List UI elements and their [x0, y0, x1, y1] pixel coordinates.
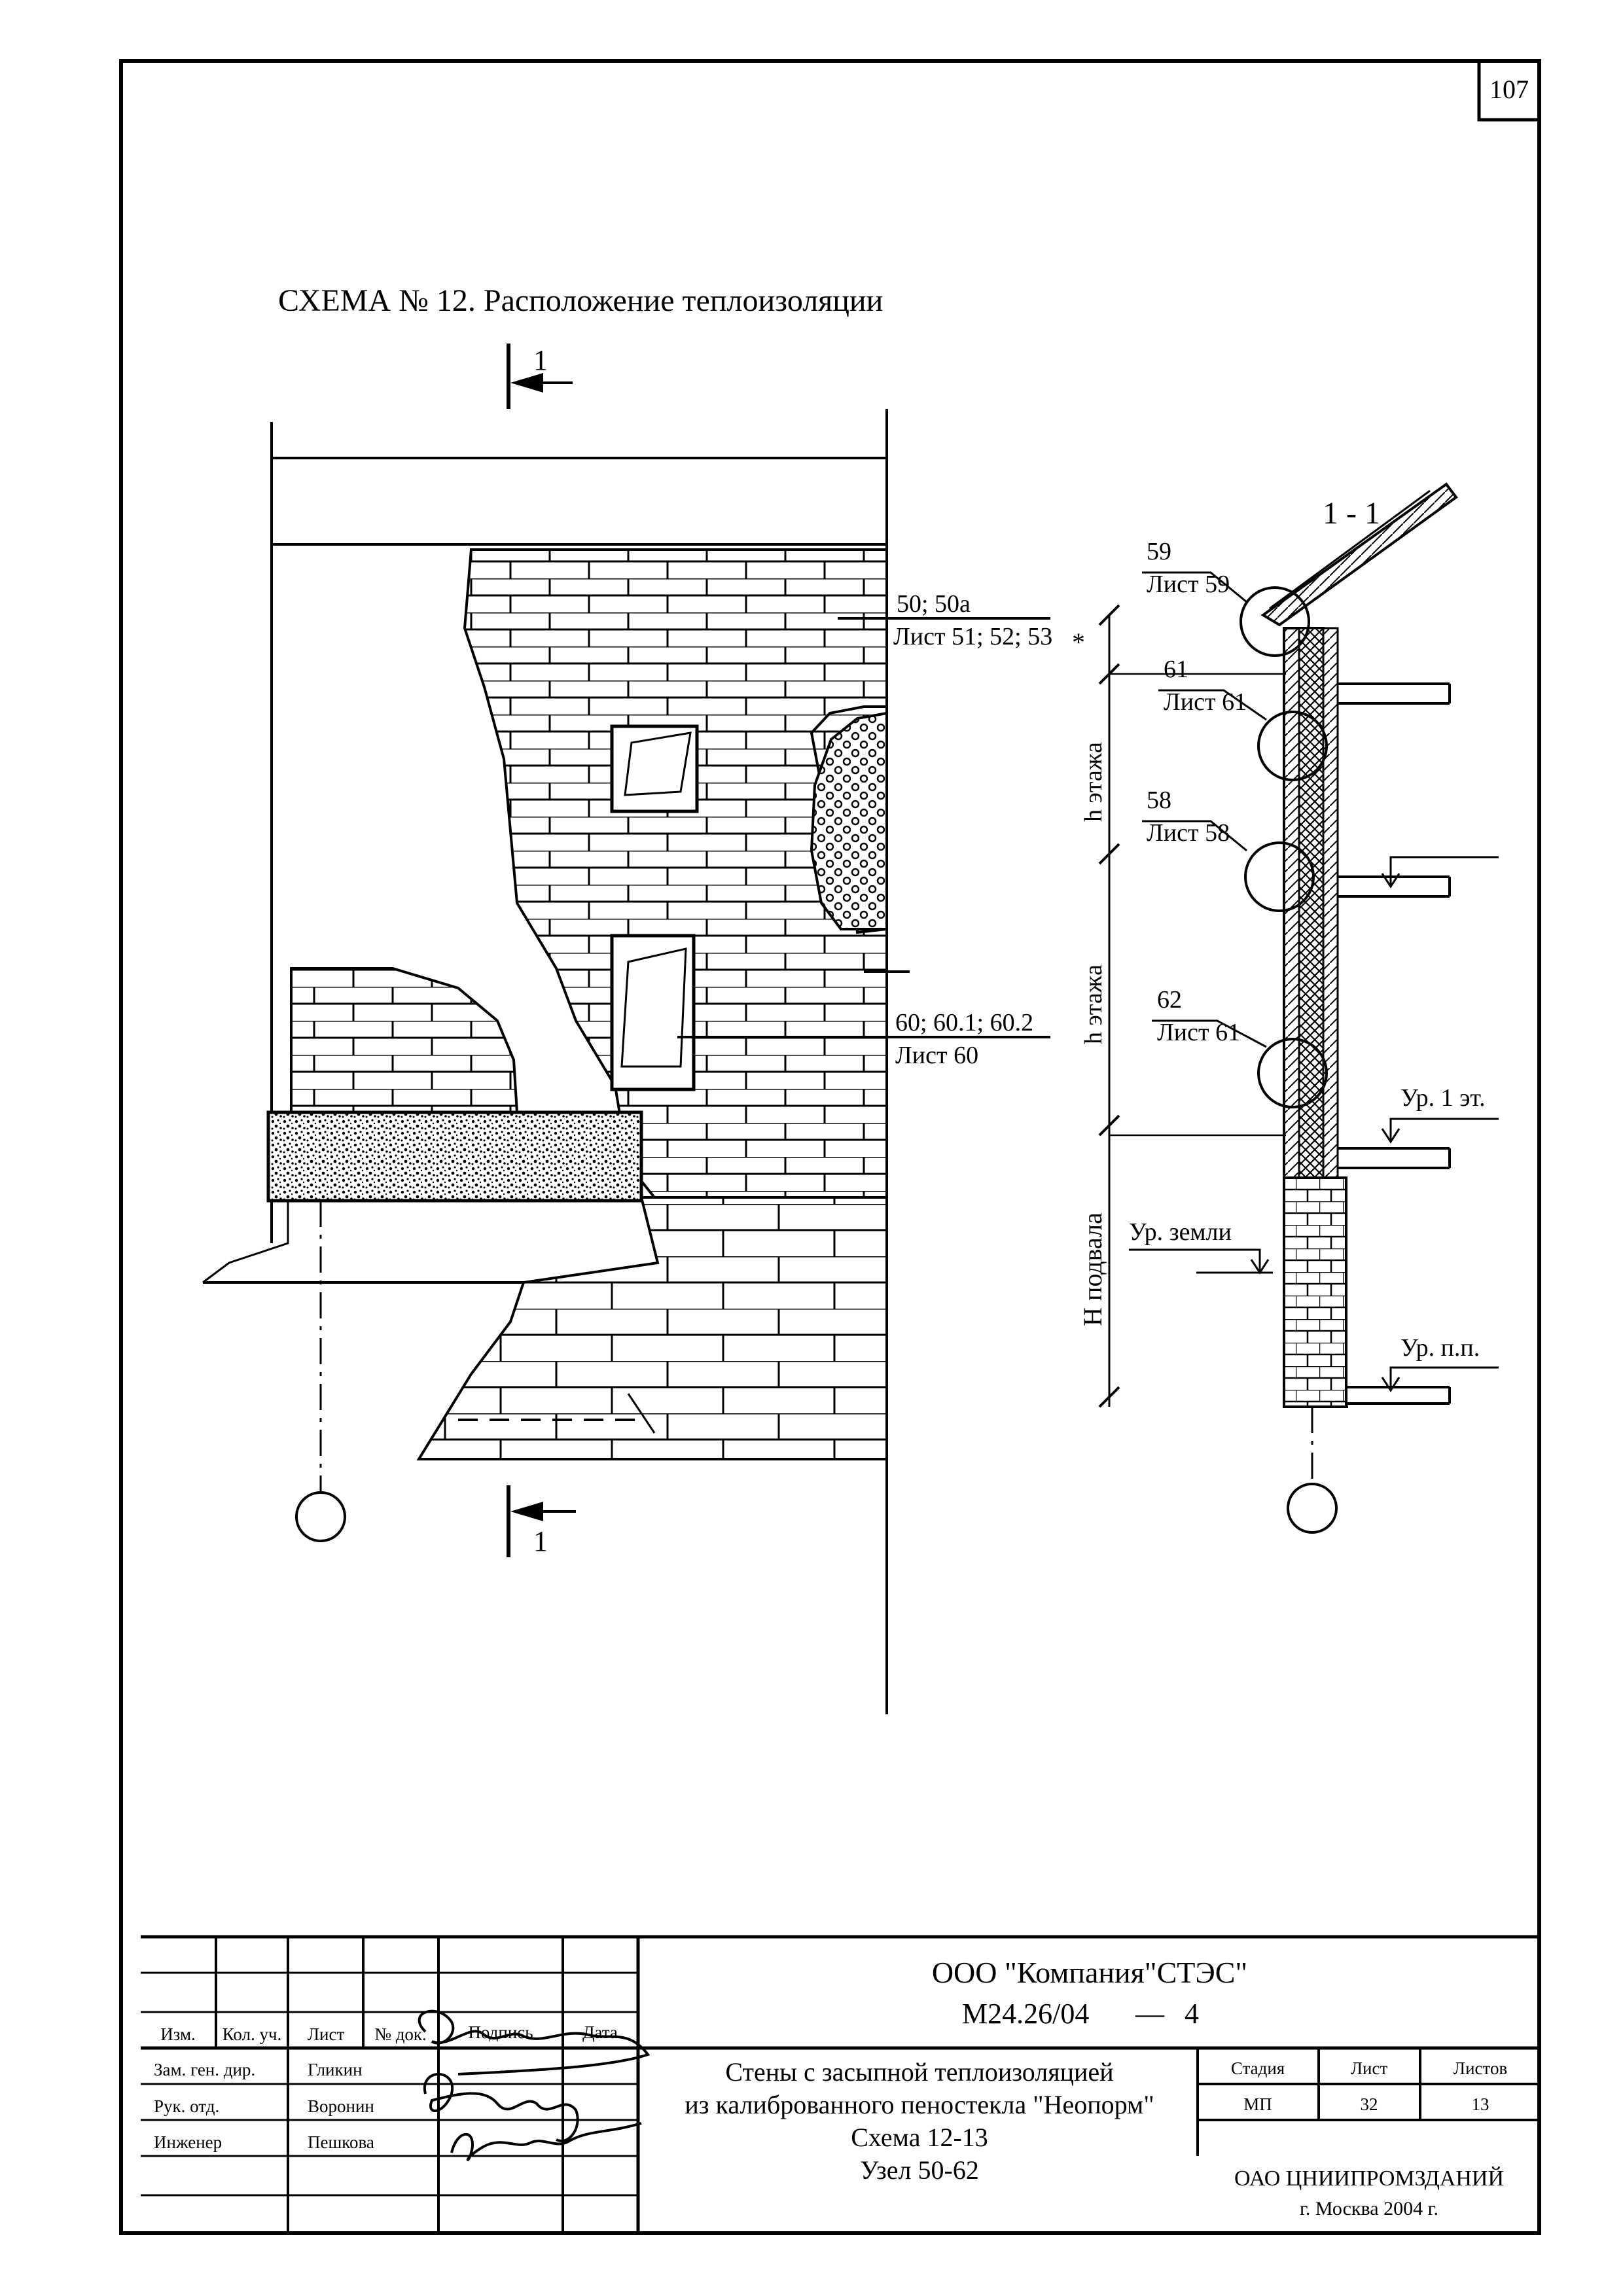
- signature-2: [423, 2073, 579, 2142]
- desc-line-1: Стены с засыпной теплоизоляцией: [725, 2057, 1113, 2087]
- section-arrow-top: [510, 373, 543, 393]
- level-first-floor: Ур. 1 эт.: [1400, 1084, 1486, 1112]
- node-circle-61: [1257, 711, 1328, 781]
- desc-line-4: Узел 50-62: [860, 2155, 979, 2185]
- sheets-value: 13: [1472, 2094, 1489, 2114]
- role-1: Зам. ген. дир.: [154, 2060, 255, 2079]
- desc-line-2: из калиброванного пеностекла "Неопорм": [685, 2090, 1154, 2119]
- level-basement-floor: Ур. п.п.: [1400, 1334, 1480, 1362]
- sheets-label: Листов: [1454, 2058, 1507, 2078]
- level-ground: Ур. земли: [1129, 1218, 1232, 1246]
- role-2: Рук. отд.: [154, 2096, 219, 2116]
- axis-bubble-section: [1287, 1483, 1338, 1534]
- node-circle-59: [1240, 586, 1310, 657]
- dim-floor-2: h этажа: [1080, 964, 1107, 1044]
- col-izm: Изм.: [160, 2024, 196, 2044]
- callout-60-ref: 60; 60.1; 60.2: [895, 1009, 1033, 1036]
- sheet-number: 107: [1489, 75, 1529, 104]
- col-doc: № док.: [374, 2024, 427, 2044]
- sheet-number-box: [1477, 59, 1541, 122]
- callout-62-sheet: Лист 61: [1157, 1019, 1240, 1046]
- dim-basement: Н подвала: [1078, 1212, 1107, 1326]
- callout-50-star: *: [1072, 627, 1085, 657]
- node-circle-58: [1244, 841, 1315, 912]
- signature-1: [418, 2009, 651, 2075]
- section-title: 1 - 1: [1323, 496, 1380, 531]
- signature-3: [450, 2122, 642, 2161]
- company-name: ООО "Компания"СТЭС": [932, 1956, 1247, 1989]
- doc-part: 4: [1185, 1998, 1199, 2030]
- col-kol: Кол. уч.: [223, 2024, 282, 2044]
- scheme-title: СХЕМА № 12. Расположение теплоизоляции: [278, 283, 883, 318]
- callout-61-ref: 61: [1164, 656, 1188, 683]
- basement-wall: [1283, 1176, 1347, 1408]
- roof-slope: [1260, 482, 1458, 627]
- level-mark-basement: [1389, 1366, 1499, 1390]
- backfill-insulation-zone: [810, 711, 888, 930]
- title-block: Изм. Кол. уч. Лист № док. Подпись Дата З…: [141, 1935, 1539, 2233]
- callout-50-ref: 50; 50а: [897, 590, 971, 618]
- stage-value: МП: [1243, 2094, 1272, 2114]
- facade-view: 1 1 50; 50а Лист 51: [202, 344, 1085, 1714]
- section-mark-bottom-label: 1: [533, 1525, 548, 1557]
- col-list: Лист: [308, 2024, 345, 2044]
- foundation-blocks: [416, 1196, 888, 1460]
- roof-band: [272, 457, 887, 546]
- level-mark-first-floor: [1389, 1118, 1499, 1142]
- org-city-year: г. Москва 2004 г.: [1300, 2198, 1438, 2219]
- org-name: ОАО ЦНИИПРОМЗДАНИЙ: [1234, 2166, 1504, 2191]
- plinth-concrete-band: [266, 1110, 643, 1203]
- slab-floor-mid: [1338, 875, 1450, 898]
- sheet-value: 32: [1361, 2094, 1378, 2114]
- callout-50-sheet: Лист 51; 52; 53: [893, 623, 1052, 650]
- doc-dash: —: [1135, 1998, 1165, 2030]
- slab-floor-1: [1338, 1147, 1450, 1169]
- callout-61-sheet: Лист 61: [1164, 688, 1247, 716]
- callout-59-ref: 59: [1147, 538, 1171, 565]
- role-3: Инженер: [154, 2132, 222, 2152]
- window-upper: [610, 724, 699, 813]
- section-arrow-bottom: [510, 1502, 543, 1521]
- callout-58-sheet: Лист 58: [1147, 819, 1230, 847]
- desc-line-3: Схема 12-13: [851, 2123, 988, 2152]
- callout-60-sheet: Лист 60: [895, 1042, 978, 1069]
- dim-floor-1: h этажа: [1080, 742, 1107, 822]
- slab-floor-2: [1338, 682, 1450, 705]
- sheet-label: Лист: [1351, 2058, 1388, 2078]
- name-1: Гликин: [308, 2060, 363, 2079]
- section-view: 1 - 1 59 Лист 59 61 Лист 61: [1078, 482, 1499, 1534]
- section-wall-inner: [1322, 627, 1339, 1186]
- col-date: Дата: [582, 2022, 618, 2042]
- callout-59-sheet: Лист 59: [1147, 571, 1230, 598]
- brick-wall-left-patch: [290, 967, 519, 1114]
- node-circle-62: [1257, 1038, 1328, 1108]
- doc-code: М24.26/04: [962, 1998, 1089, 2030]
- section-mark-top-label: 1: [533, 344, 548, 376]
- callout-62-ref: 62: [1157, 986, 1182, 1014]
- name-3: Пешкова: [308, 2132, 374, 2152]
- name-2: Воронин: [308, 2096, 374, 2116]
- basement-floor-slab: [1346, 1386, 1451, 1405]
- axis-bubble-left: [295, 1491, 346, 1542]
- stage-label: Стадия: [1231, 2058, 1285, 2078]
- callout-58-ref: 58: [1147, 786, 1171, 814]
- drawing-frame: [119, 59, 1541, 2235]
